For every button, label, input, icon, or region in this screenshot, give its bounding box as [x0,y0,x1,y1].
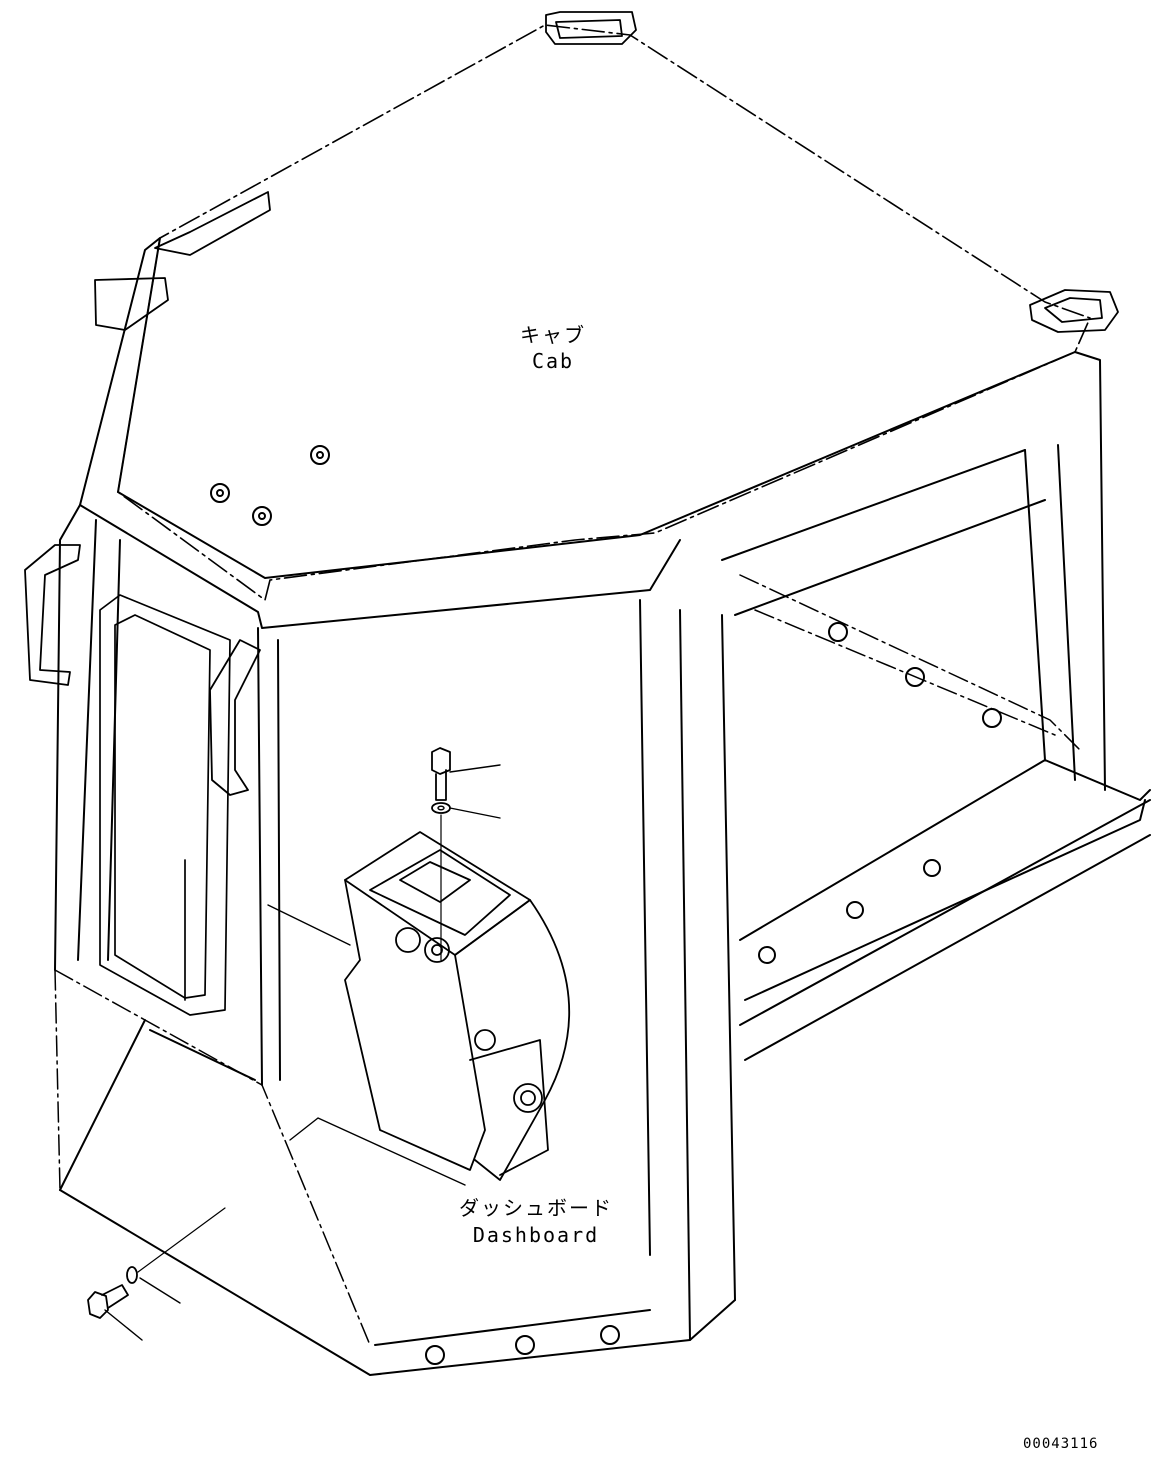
roof-bolt-hole [216,489,224,497]
panel-diagonal [59,1019,256,1191]
leader-line-upper-bolt [449,764,501,773]
floor-hole [515,1335,535,1355]
left-front-post [54,504,121,971]
rail-hole [758,946,776,964]
dashboard-label-leader [289,1117,466,1186]
rail-hole [828,622,848,642]
floor-side-rail [739,574,1081,751]
right-rear-post [1024,351,1106,791]
dashboard-label-english: Dashboard [472,1223,600,1247]
upper-washer [437,805,445,811]
roof-bolt-hole [258,512,266,520]
cab-floor-outline [59,1189,736,1376]
roof-front-edge-lower [79,504,681,629]
rail-hole [846,901,864,919]
cab-label-japanese: キャブ [520,323,586,347]
dashboard-label-japanese: ダッシュボード [459,1196,613,1220]
leader-line-upper-washer [449,807,501,819]
rail-hole [923,859,941,877]
right-front-post [639,599,736,1341]
rear-lower-beam [739,759,1151,1001]
dashboard-boss [474,1029,496,1051]
roof-outline-phantom [117,24,1091,601]
floor-hole [600,1325,620,1345]
figure-number: 00043116 [1023,1436,1099,1452]
dashboard-side-panel [469,1039,549,1176]
roof-corner-bracket-rear [545,11,637,45]
lower-left-panel [54,969,371,1346]
lower-bolt-axis-line [137,1207,226,1273]
cab-label-english: Cab [531,349,575,373]
rear-upper-beam [721,449,1046,616]
roof-left-edge [79,237,161,506]
handrail [24,544,261,796]
leader-line-lower-washer [139,1277,181,1304]
roof-bolt-hole [316,451,324,459]
roof-bolt-hole [310,445,330,465]
roof-corner-bracket-left [94,191,271,331]
dashboard-boss [395,927,421,953]
upper-washer [431,802,451,814]
dashboard-front [344,879,486,1171]
roof-bolt-hole [252,506,272,526]
cab-roof [79,11,1119,629]
roof-bolt-hole [210,483,230,503]
dashboard-boss [424,937,450,963]
dashboard [344,831,571,1181]
door-frame [99,594,231,1016]
dashboard-boss [431,944,443,956]
dashboard-boss [513,1083,543,1113]
dashboard-inner-panel [369,849,511,936]
leader-line-lower-bolt [104,1309,143,1341]
roof-front-edge [117,351,1076,579]
dashboard-side [454,899,571,1181]
roof-corner-bracket-right [1029,289,1119,333]
rail-hole [982,708,1002,728]
lower-bolt [87,1284,129,1319]
upper-bolt [431,747,451,801]
floor-hole [425,1345,445,1365]
dashboard-boss [520,1090,536,1106]
cab-frame [54,351,1151,1376]
center-front-post [257,627,281,1086]
lower-washer [126,1266,138,1284]
rail-hole [905,667,925,687]
dashboard-label-leader [267,904,351,946]
floor-right-sill [739,799,1151,1061]
